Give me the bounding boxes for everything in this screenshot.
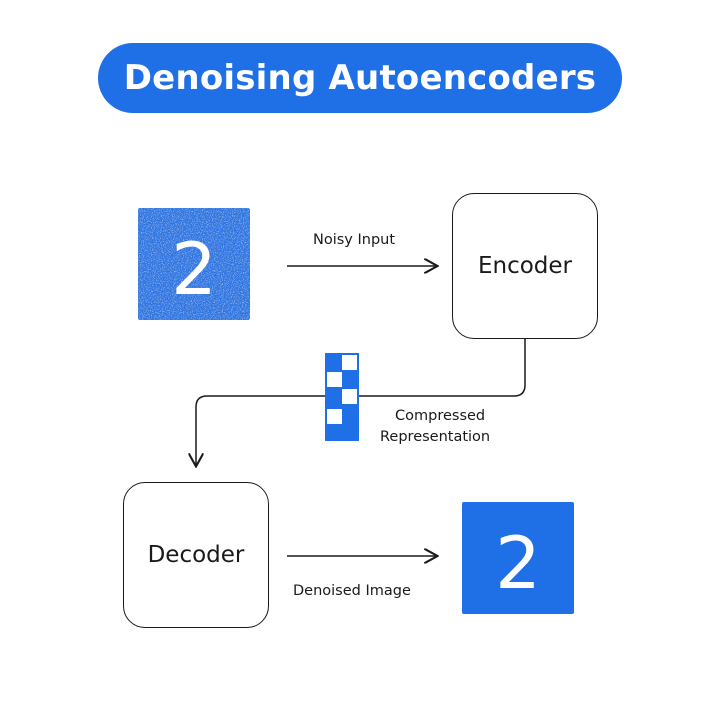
noisy-input-image: 2 [138, 208, 250, 320]
clean-digit: 2 [495, 521, 541, 605]
compressed-label-line1: Compressed [395, 408, 486, 424]
noisy-digit: 2 [171, 227, 217, 311]
decoder-label: Decoder [147, 542, 245, 568]
latent-cell-empty [327, 409, 342, 424]
compressed-label-line2: Representation [380, 429, 491, 445]
encoder-node: Encoder [452, 193, 598, 339]
latent-vector [325, 353, 359, 441]
encoder-to-decoder-arrow [196, 337, 526, 465]
encoder-label: Encoder [477, 253, 573, 279]
latent-cell-empty [327, 372, 342, 387]
noisy-input-label: Noisy Input [313, 232, 396, 248]
latent-cell-empty [342, 389, 357, 404]
diagram-title: Denoising Autoencoders [123, 58, 597, 98]
latent-cell-empty [342, 355, 357, 370]
decoder-node: Decoder [123, 482, 269, 628]
title-banner: Denoising Autoencoders [98, 43, 622, 113]
compressed-representation-label: Compressed Representation [380, 406, 490, 448]
denoised-output-image: 2 [462, 502, 574, 614]
denoised-image-label: Denoised Image [293, 583, 411, 599]
